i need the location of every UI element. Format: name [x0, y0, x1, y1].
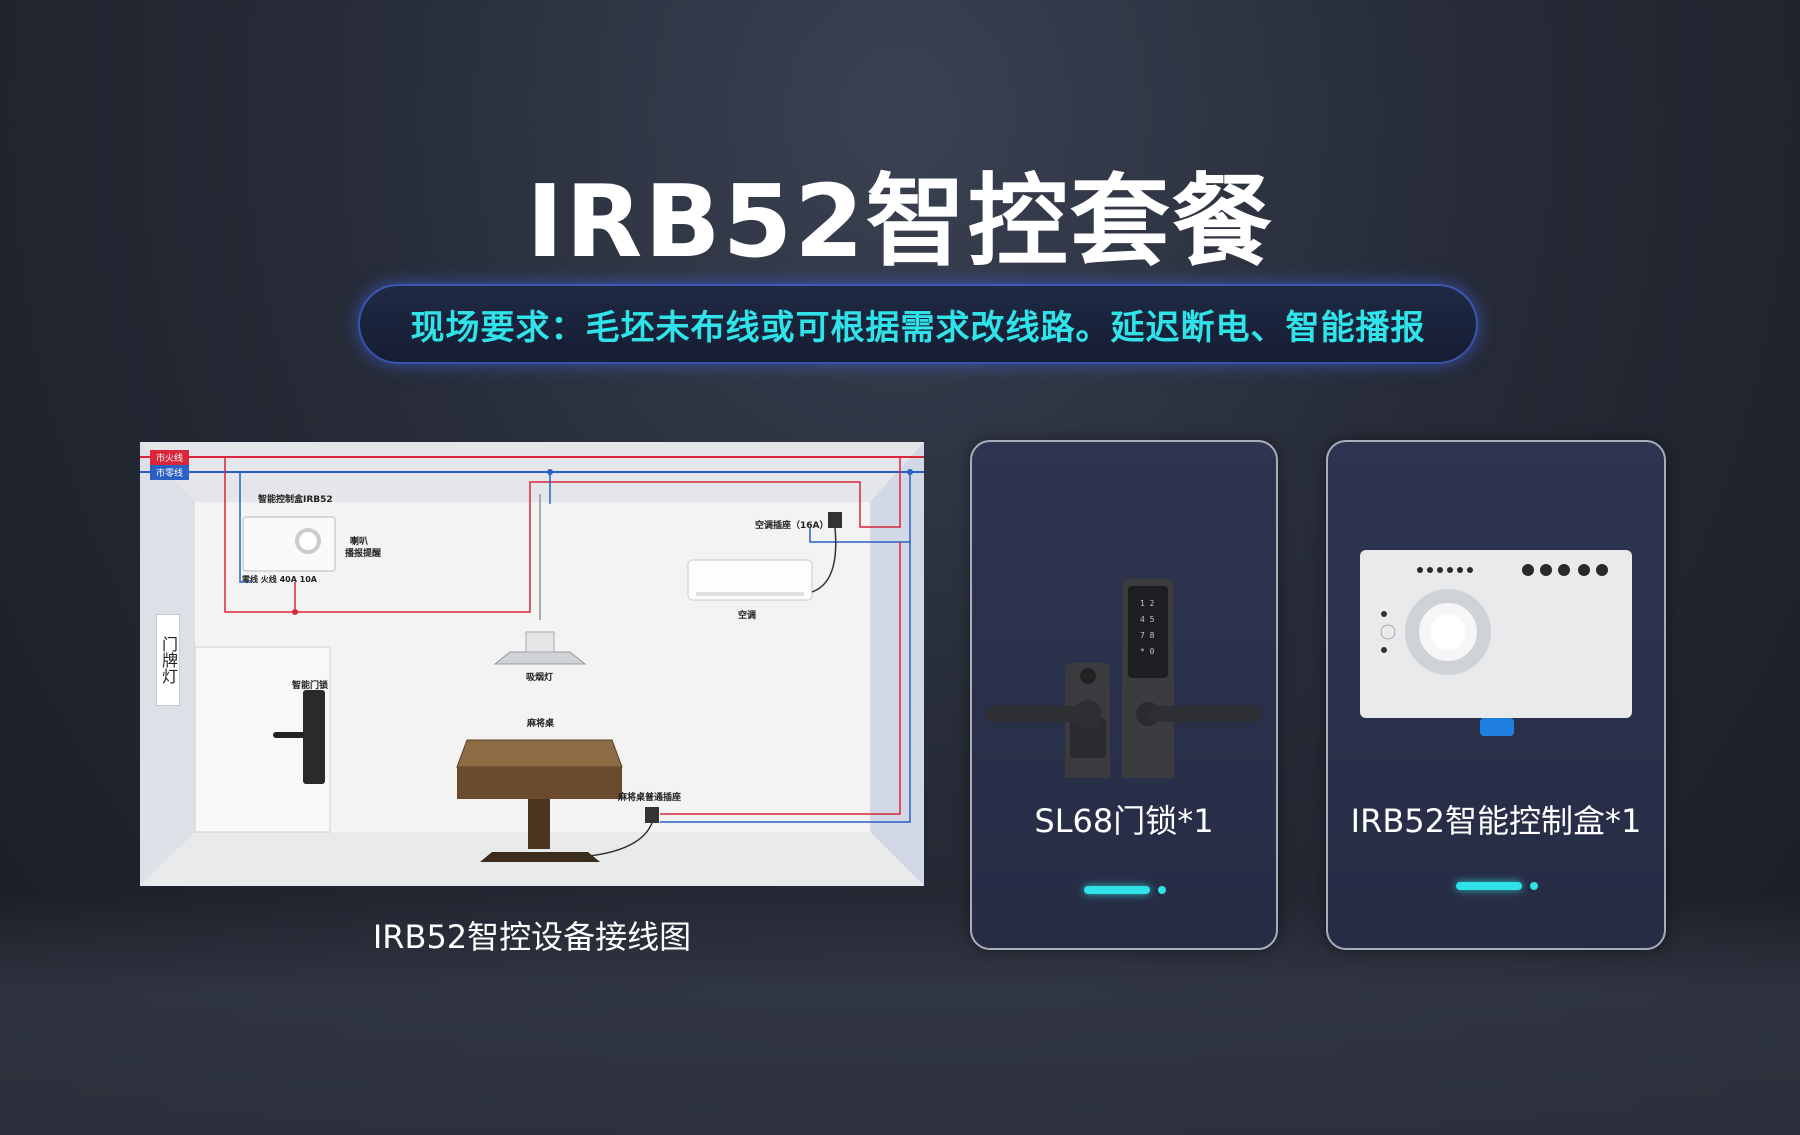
live-wire-label: 市火线	[150, 450, 190, 465]
ac-label: 空调	[738, 611, 757, 621]
product-label-door-lock: SL68门锁*1	[1034, 802, 1214, 840]
lamp-label: 吸烟灯	[526, 673, 554, 683]
terminals-label: 零线 火线 40A 10A	[242, 575, 318, 584]
neutral-wire-label: 市零线	[150, 465, 190, 480]
broadcast-label: 播报提醒	[345, 549, 382, 559]
diagram-caption: IRB52智控设备接线图	[372, 918, 692, 956]
product-card-control-box: IRB52智能控制盒*1	[1326, 440, 1666, 950]
svg-text:4 5: 4 5	[1140, 615, 1155, 624]
card-accent-dot	[1158, 886, 1166, 894]
control-box-icon	[1360, 550, 1632, 736]
product-card-door-lock: 1 2 4 5 7 8 * 0 SL68门锁*1	[970, 440, 1278, 950]
smart-lock-label: 智能门锁	[292, 681, 329, 691]
ac-socket-label: 空调插座（16A）	[755, 521, 829, 531]
speaker-label: 喇叭	[350, 537, 369, 547]
product-label-control-box: IRB52智能控制盒*1	[1350, 802, 1642, 840]
requirement-text: 现场要求：毛坯未布线或可根据需求改线路。延迟断电、智能播报	[410, 307, 1426, 348]
svg-text:* 0: * 0	[1140, 647, 1155, 656]
requirement-banner: 现场要求：毛坯未布线或可根据需求改线路。延迟断电、智能播报	[358, 284, 1478, 364]
door-sign-light: 门牌灯	[156, 614, 180, 706]
card-accent-bar	[1084, 886, 1150, 894]
svg-text:1 2: 1 2	[1140, 599, 1155, 608]
svg-text:7 8: 7 8	[1140, 631, 1155, 640]
wiring-diagram: 市火线 市零线 智能控制盒IRB52 喇叭 播报提醒 零线 火线 40A 10A…	[140, 442, 924, 886]
card-accent-dot	[1530, 882, 1538, 890]
card-accent-bar	[1456, 882, 1522, 890]
mahjong-table-label: 麻将桌	[527, 719, 555, 729]
control-box-label: 智能控制盒IRB52	[258, 495, 333, 505]
table-socket-label: 麻将桌普通插座	[618, 793, 682, 803]
wiring-diagram-svg	[140, 442, 924, 886]
page-title: IRB52智控套餐	[526, 163, 1274, 280]
door-lock-icon: 1 2 4 5 7 8 * 0	[986, 578, 1262, 778]
